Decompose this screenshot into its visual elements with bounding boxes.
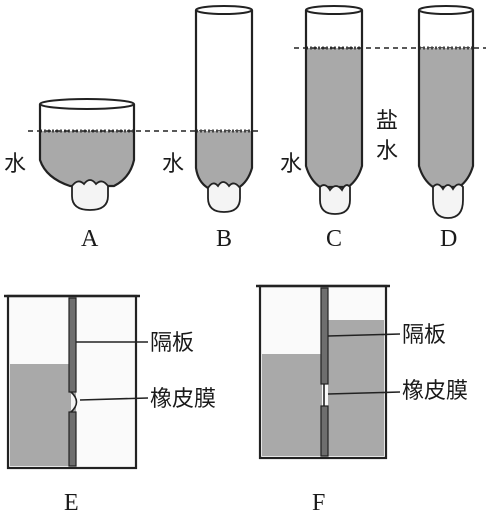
container-e-partition-upper [68, 297, 77, 393]
container-e-rubber-membrane [70, 391, 78, 413]
container-f-left-water [262, 354, 322, 456]
container-f-partition-upper [320, 287, 329, 385]
container-e-membrane-leader [79, 397, 149, 401]
container-f-membrane-leader [327, 391, 401, 395]
bottle-a-rubber-membrane [71, 179, 109, 211]
bottle-b-water [196, 131, 252, 188]
bottle-c-water [306, 48, 362, 187]
bottle-b-rim [195, 5, 253, 15]
label-salt-water-line2: 水 [376, 139, 398, 164]
bottle-b-rubber-membrane [207, 181, 241, 213]
panel-label-d: D [440, 226, 457, 252]
container-f-right-liquid [328, 320, 384, 456]
bottle-b [194, 5, 254, 213]
container-e-right-empty [76, 364, 134, 466]
panel-label-a: A [81, 226, 99, 252]
label-salt-water-line1: 盐 [376, 109, 398, 134]
label-water-b: 水 [162, 152, 184, 177]
bottle-a-rim [39, 98, 135, 110]
bottle-c [304, 5, 364, 215]
label-water-c: 水 [280, 152, 302, 177]
container-f [256, 284, 401, 460]
panel-label-c: C [326, 226, 342, 252]
bottle-d-rubber-membrane [432, 183, 464, 219]
container-e-left-water [10, 364, 70, 466]
bottle-d-salt-water [419, 48, 473, 187]
panel-label-f: F [312, 490, 325, 516]
label-partition-f: 隔板 [402, 323, 446, 348]
container-f-partition-lower [320, 405, 329, 457]
bottle-d [417, 5, 475, 219]
container-f-partition-leader [327, 333, 401, 337]
container-e-partition-lower [68, 411, 77, 467]
label-water-a: 水 [4, 152, 26, 177]
panel-label-b: B [216, 226, 232, 252]
bottle-c-rubber-membrane [319, 184, 351, 215]
label-membrane-f: 橡皮膜 [402, 379, 468, 404]
container-e [4, 294, 149, 470]
label-membrane-e: 橡皮膜 [150, 387, 216, 412]
bottle-c-rim [305, 5, 363, 15]
bottle-a [38, 98, 136, 211]
panel-label-e: E [64, 490, 79, 516]
label-partition-e: 隔板 [150, 331, 194, 356]
bottle-a-water [40, 131, 134, 186]
bottle-d-rim [418, 5, 474, 15]
